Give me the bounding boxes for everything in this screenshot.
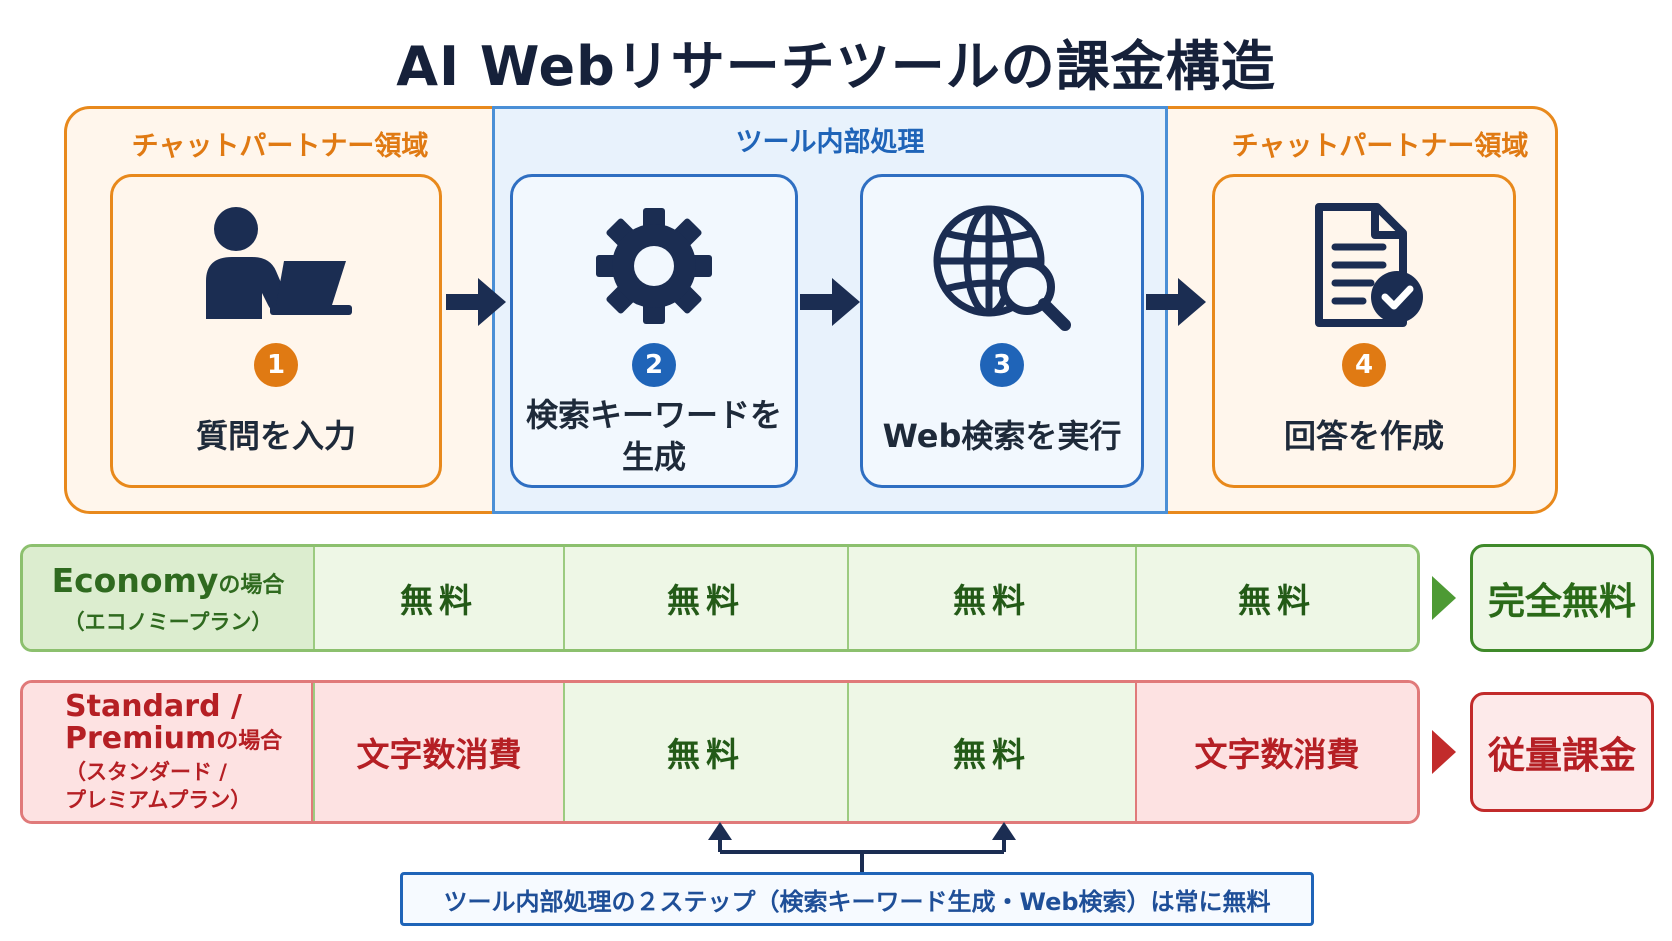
standard-result-badge: 従量課金 bbox=[1470, 692, 1654, 812]
economy-cell-step4: 無料 bbox=[1135, 547, 1417, 649]
free-steps-note: ツール内部処理の２ステップ（検索キーワード生成・Web検索）は常に無料 bbox=[400, 872, 1314, 926]
economy-result-arrow bbox=[1432, 576, 1456, 620]
person-laptop-icon bbox=[113, 201, 439, 331]
zone-label-middle: ツール内部処理 bbox=[735, 127, 925, 158]
step-label-text: Web検索を実行 bbox=[882, 417, 1122, 455]
step-card-input-question: 1 質問を入力 bbox=[110, 174, 442, 488]
standard-plan-sub-1: （スタンダード / bbox=[65, 759, 227, 784]
economy-plan-title: Economyの場合 bbox=[52, 561, 285, 600]
standard-plan-row: Standard / Premiumの場合 （スタンダード / プレミアムプラン… bbox=[20, 680, 1420, 824]
step-number-badge: 4 bbox=[1342, 343, 1386, 387]
economy-plan-name: Economy bbox=[51, 560, 219, 600]
gear-icon bbox=[513, 201, 795, 331]
standard-plan-header: Standard / Premiumの場合 （スタンダード / プレミアムプラン… bbox=[23, 683, 313, 821]
step-card-create-answer: 4 回答を作成 bbox=[1212, 174, 1516, 488]
step-label: 回答を作成 bbox=[1221, 399, 1507, 473]
economy-cell-step1: 無料 bbox=[313, 547, 563, 649]
zone-label-right: チャットパートナー領域 bbox=[1231, 131, 1529, 162]
zone-label-left: チャットパートナー領域 bbox=[131, 131, 429, 162]
economy-result-badge: 完全無料 bbox=[1470, 544, 1654, 652]
economy-plan-subtitle: （エコノミープラン） bbox=[63, 609, 273, 634]
document-check-icon bbox=[1215, 201, 1513, 331]
flow-arrow-1 bbox=[446, 278, 506, 326]
standard-cell-step1: 文字数消費 bbox=[313, 683, 563, 821]
step-label-text: 質問を入力 bbox=[195, 417, 356, 455]
standard-cell-step4: 文字数消費 bbox=[1135, 683, 1417, 821]
economy-cell-step2: 無料 bbox=[563, 547, 847, 649]
standard-plan-sub-2: プレミアムプラン） bbox=[65, 787, 252, 812]
economy-plan-suffix: の場合 bbox=[218, 572, 285, 598]
page-title: AI Webリサーチツールの課金構造 bbox=[396, 35, 1276, 98]
step-label-text: 回答を作成 bbox=[1283, 417, 1444, 455]
step-label-line1: 検索キーワードを bbox=[525, 396, 782, 434]
standard-plan-name-2: Premium bbox=[65, 720, 217, 756]
standard-result-arrow bbox=[1432, 730, 1456, 774]
step-card-generate-keywords: 2 検索キーワードを 生成 bbox=[510, 174, 798, 488]
economy-plan-row: Economyの場合 （エコノミープラン） 無料 無料 無料 無料 bbox=[20, 544, 1420, 652]
flow-arrow-3 bbox=[1146, 278, 1206, 326]
globe-search-icon bbox=[863, 201, 1141, 331]
standard-cell-step2: 無料 bbox=[563, 683, 847, 821]
standard-plan-name-1: Standard / bbox=[65, 688, 242, 724]
step-label: 検索キーワードを 生成 bbox=[519, 396, 789, 476]
standard-cell-step3: 無料 bbox=[847, 683, 1135, 821]
flow-arrow-2 bbox=[800, 278, 860, 326]
step-number-badge: 3 bbox=[980, 343, 1024, 387]
economy-plan-header: Economyの場合 （エコノミープラン） bbox=[23, 547, 313, 649]
step-card-web-search: 3 Web検索を実行 bbox=[860, 174, 1144, 488]
step-number-badge: 2 bbox=[632, 343, 676, 387]
standard-plan-suffix: の場合 bbox=[216, 728, 283, 754]
standard-plan-title-2: Premiumの場合 bbox=[65, 720, 283, 758]
step-number-badge: 1 bbox=[254, 343, 298, 387]
step-label-line2: 生成 bbox=[621, 438, 686, 476]
step-label: 質問を入力 bbox=[119, 399, 433, 473]
step-label: Web検索を実行 bbox=[869, 399, 1135, 473]
economy-cell-step3: 無料 bbox=[847, 547, 1135, 649]
